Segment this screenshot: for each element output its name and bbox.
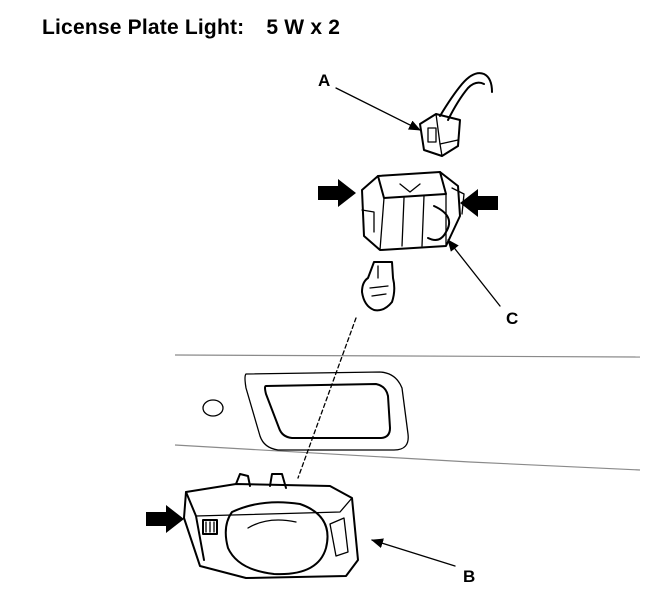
callout-b: B: [463, 567, 475, 586]
callout-a: A: [318, 71, 330, 90]
leader-b: [371, 538, 456, 567]
socket-c: [361, 171, 465, 251]
page-title: License Plate Light: 5 W x 2: [42, 16, 340, 40]
title-label: License Plate Light:: [42, 16, 245, 39]
press-arrow-icon: [318, 179, 356, 207]
press-arrow-icon: [146, 505, 184, 533]
callout-c: C: [506, 309, 518, 328]
trunk-panel: [174, 354, 641, 471]
panel-hole: [202, 399, 224, 417]
leader-c: [447, 239, 501, 307]
lens-housing-b: [183, 473, 359, 579]
connector-a: [419, 72, 493, 157]
wedge-bulb: [361, 261, 396, 312]
title-spec: 5 W x 2: [266, 16, 341, 39]
leader-a: [335, 87, 421, 131]
press-arrow-icon: [460, 189, 498, 217]
alignment-dashed-line: [297, 317, 357, 479]
